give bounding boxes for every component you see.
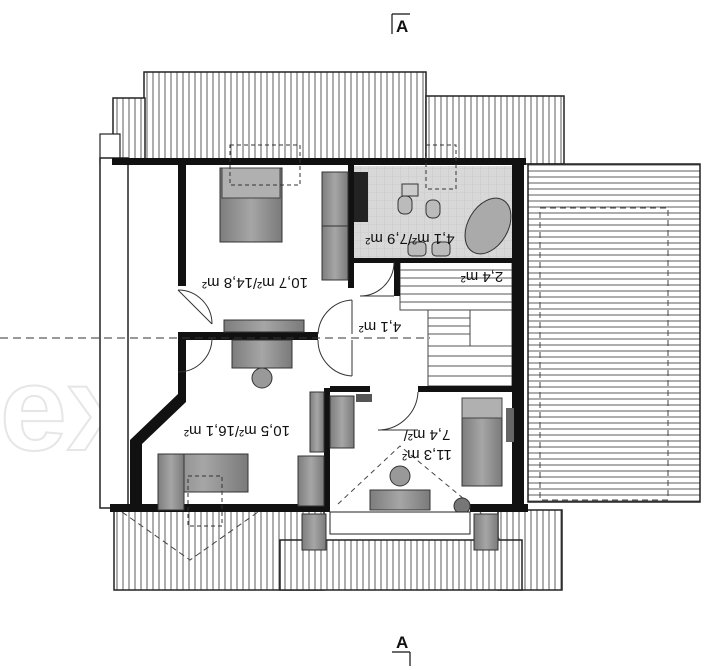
area-small-room-a: 7,4 m²/	[403, 426, 451, 443]
area-bedroom-bottom: 10,5 m²/16,1 m²	[184, 422, 290, 439]
wardrobe-bottom	[297, 455, 325, 507]
area-bedroom-top: 10,7 m²/14,8 m²	[202, 274, 308, 291]
area-bathroom: 4,1 m²/7,9 m²	[365, 230, 454, 247]
staircase	[399, 261, 523, 387]
area-hall: 4,1 m²	[359, 318, 402, 335]
walls	[110, 158, 528, 512]
left-balcony	[99, 157, 129, 509]
toilet-1	[397, 195, 413, 215]
bathtub	[464, 197, 512, 255]
roof-bottom	[113, 509, 563, 591]
section-marker-bottom: A	[392, 633, 411, 666]
desk-small-room	[369, 489, 431, 511]
doors	[177, 261, 419, 431]
svg-text:A: A	[396, 17, 408, 36]
furniture	[157, 144, 514, 551]
desk-center	[223, 319, 305, 333]
toilet-2	[425, 199, 441, 219]
section-marker-top: A	[391, 13, 410, 36]
area-labels: 10,7 m²/14,8 m² 4,1 m²/7,9 m² 4,1 m² 2,4…	[184, 230, 503, 463]
area-stair-landing: 2,4 m²	[461, 268, 504, 285]
svg-text:A: A	[396, 633, 408, 652]
area-small-room-b: 11,3 m²	[402, 446, 452, 463]
roof-top	[99, 71, 565, 165]
roof-right	[527, 163, 701, 503]
